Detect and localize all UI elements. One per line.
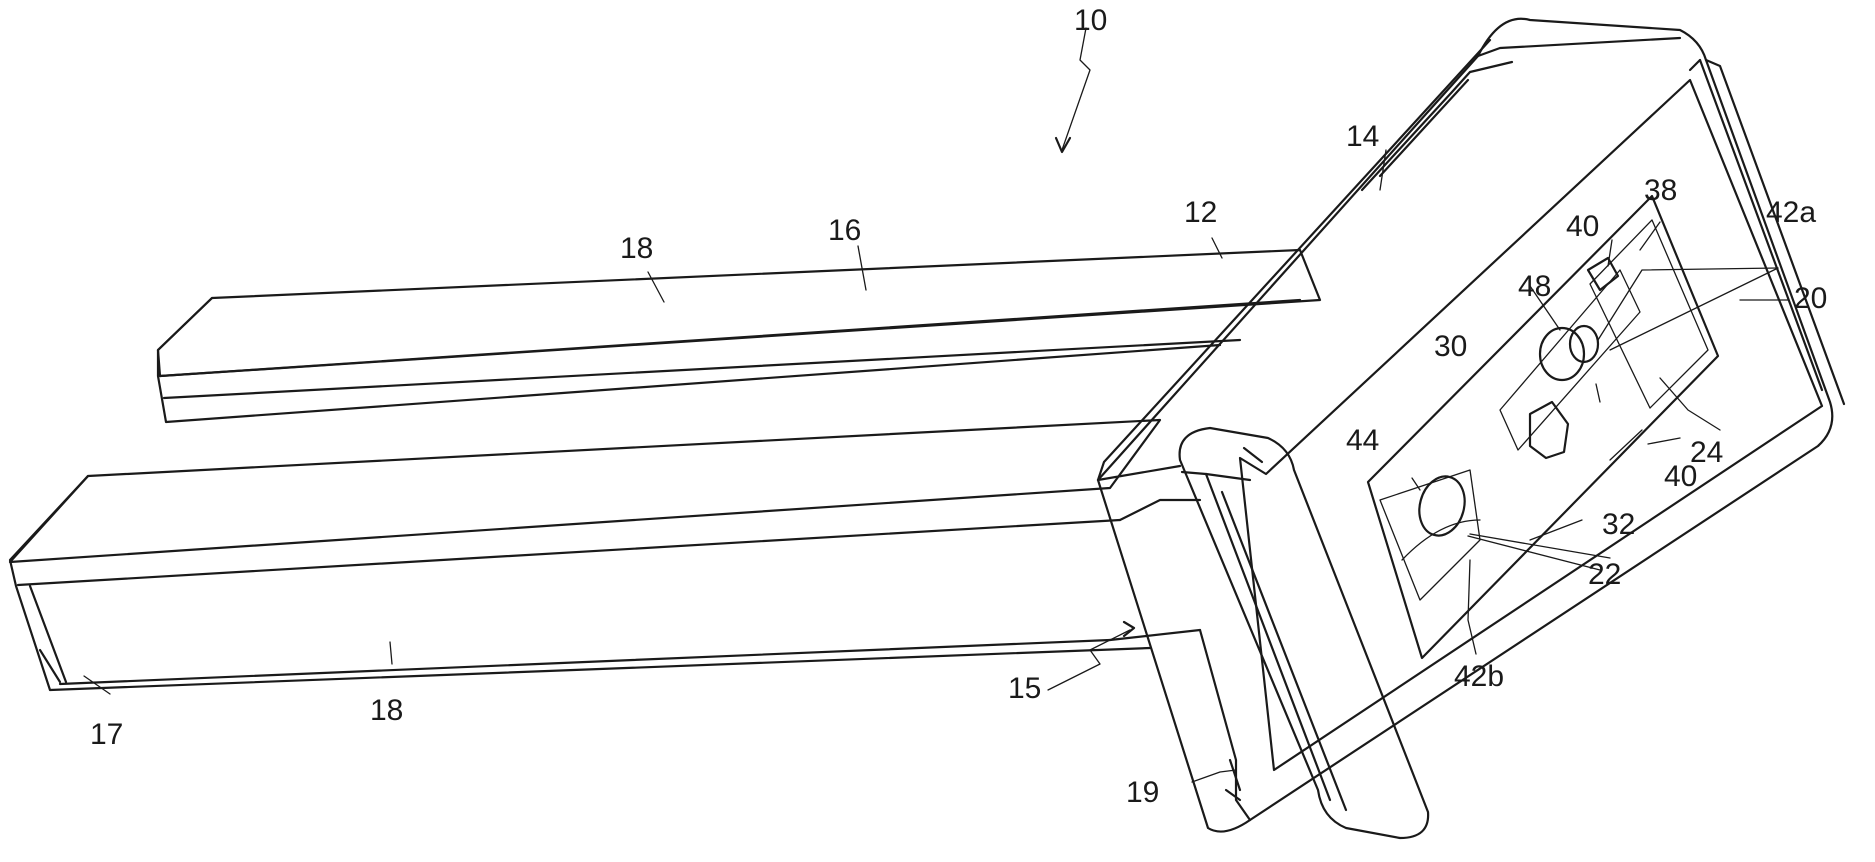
label-17: 17 [90,718,123,751]
label-40-bottom: 40 [1664,460,1697,493]
label-22: 22 [1588,558,1621,591]
label-48: 48 [1518,270,1551,303]
label-32: 32 [1602,508,1635,541]
label-38: 38 [1644,174,1677,207]
rear-rail [156,248,1322,424]
label-15: 15 [1008,672,1041,705]
label-10: 10 [1074,4,1107,37]
front-rail [8,418,1162,692]
label-18-top: 18 [620,232,653,265]
label-44: 44 [1346,424,1379,457]
label-20: 20 [1794,282,1827,315]
label-14: 14 [1346,120,1379,153]
flange-frame [1096,17,1846,833]
label-19: 19 [1126,776,1159,809]
face-plate [1238,58,1824,772]
label-42b: 42b [1454,660,1504,693]
label-40-top: 40 [1566,210,1599,243]
label-24: 24 [1690,436,1723,469]
label-42a: 42a [1766,196,1816,229]
label-16: 16 [828,214,861,247]
leader-lines [83,27,1789,783]
component-strip [1366,194,1720,660]
front-block [1096,426,1430,840]
label-30: 30 [1434,330,1467,363]
reference-labels: 10 14 12 16 18 18 17 15 19 20 22 24 30 3… [90,4,1827,809]
label-18-bottom: 18 [370,694,403,727]
label-12: 12 [1184,196,1217,229]
stem [1108,498,1202,642]
